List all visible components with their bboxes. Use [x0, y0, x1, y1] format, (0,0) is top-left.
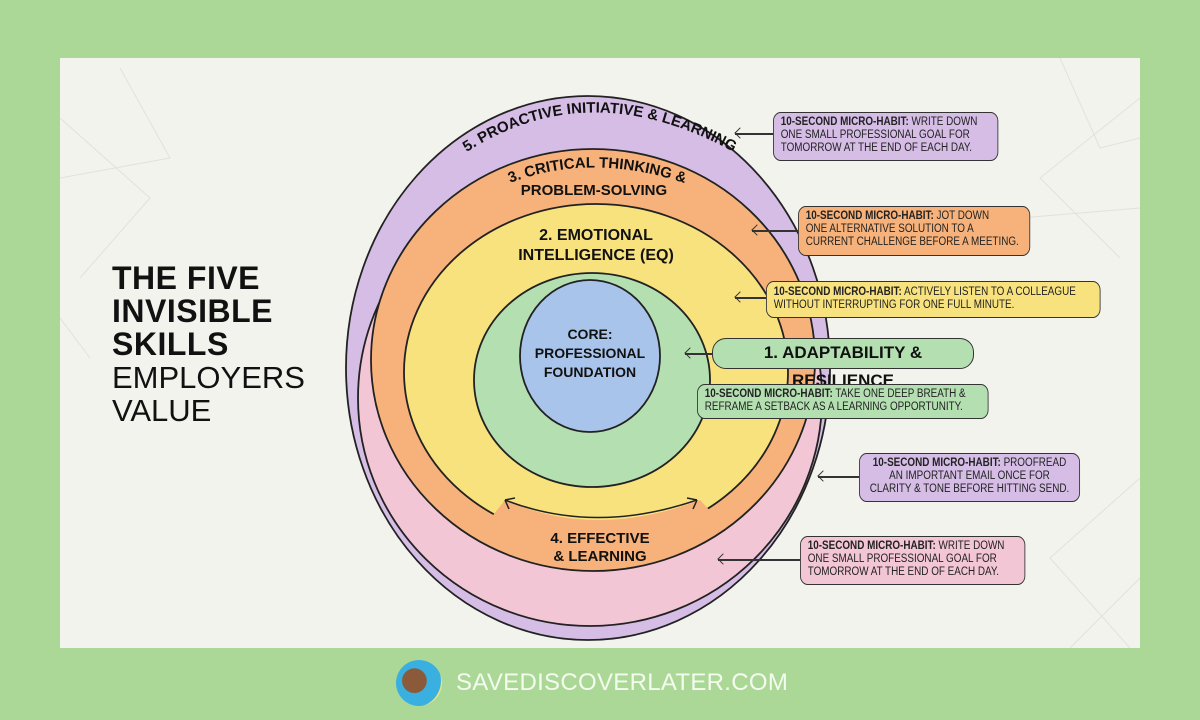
micro-habit-callout: 10-SECOND MICRO-HABIT: TAKE ONE DEEP BRE… [697, 384, 989, 419]
callout-heading: 10-SECOND MICRO-HABIT: [807, 540, 936, 552]
skill-3-label-line2: PROBLEM-SOLVING [521, 182, 667, 199]
decorative-lines [60, 58, 1140, 648]
title-line: VALUE [112, 393, 212, 428]
core-label-line3: FOUNDATION [544, 364, 636, 380]
double-arrow-icon [504, 499, 698, 519]
callout-text: CURRENT CHALLENGE BEFORE A MEETING. [805, 236, 1019, 248]
micro-habit-callout: 10-SECOND MICRO-HABIT: JOT DOWN ONE ALTE… [798, 206, 1031, 256]
core-circle [519, 279, 661, 433]
callout-text: REFRAME A SETBACK AS A LEARNING OPPORTUN… [704, 401, 963, 413]
callout-heading: 10-SECOND MICRO-HABIT: [872, 457, 1001, 469]
skill-2-label-line2: INTELLIGENCE (EQ) [518, 247, 674, 264]
micro-habit-callout: 10-SECOND MICRO-HABIT: PROOFREAD AN IMPO… [859, 453, 1081, 502]
ring-4-segment [483, 500, 726, 562]
infographic-title: THE FIVE INVISIBLE SKILLS EMPLOYERS VALU… [112, 260, 305, 428]
site-url[interactable]: SAVEDISCOVERLATER.COM [456, 669, 789, 696]
callout-text: JOT DOWN [933, 210, 990, 222]
callout-text: PROOFREAD [1000, 457, 1067, 469]
arrow-icon [735, 297, 766, 299]
callout-text: TOMORROW AT THE END OF EACH DAY. [780, 142, 972, 154]
callout-text: AN IMPORTANT EMAIL ONCE FOR [889, 470, 1050, 482]
callout-text: ONE SMALL PROFESSIONAL GOAL FOR [780, 129, 970, 141]
footer: SAVEDISCOVERLATER.COM [396, 660, 788, 706]
skill-4-label-line2: & LEARNING [553, 548, 646, 565]
skill-2-label: 2. EMOTIONAL [539, 227, 653, 244]
callout-heading: 10-SECOND MICRO-HABIT: [780, 116, 909, 128]
core-label: CORE: [567, 326, 612, 342]
skill-4-label: 4. EFFECTIVE [550, 530, 649, 547]
callout-heading: 10-SECOND MICRO-HABIT: [773, 286, 902, 298]
title-line: INVISIBLE [112, 293, 273, 329]
callout-text: ONE SMALL PROFESSIONAL GOAL FOR [807, 553, 997, 565]
title-line: THE FIVE [112, 260, 261, 296]
arrow-icon [752, 230, 798, 232]
micro-habit-callout: 10-SECOND MICRO-HABIT: ACTIVELY LISTEN T… [766, 281, 1101, 318]
callout-heading: 10-SECOND MICRO-HABIT: [704, 388, 833, 400]
core-label-line2: PROFESSIONAL [535, 345, 646, 361]
callout-text: WRITE DOWN [935, 540, 1005, 552]
arrow-icon [718, 559, 800, 561]
owl-logo-icon [396, 660, 442, 706]
arrow-icon [685, 353, 712, 355]
callout-text: CLARITY & TONE BEFORE HITTING SEND. [869, 483, 1070, 495]
arrow-icon [818, 476, 859, 478]
callout-text: WITHOUT INTERRUPTING FOR ONE FULL MINUTE… [773, 299, 1015, 311]
micro-habit-callout: 10-SECOND MICRO-HABIT: WRITE DOWN ONE SM… [773, 112, 999, 161]
title-line: SKILLS [112, 326, 229, 362]
callout-heading: 10-SECOND MICRO-HABIT: [805, 210, 934, 222]
callout-text: TAKE ONE DEEP BREATH & [832, 388, 966, 400]
callout-text: ONE ALTERNATIVE SOLUTION TO A [805, 223, 974, 235]
skill-1-label: 1. ADAPTABILITY & RESILIENCE [712, 338, 974, 390]
micro-habit-callout: 10-SECOND MICRO-HABIT: WRITE DOWN ONE SM… [800, 536, 1026, 585]
callout-text: ACTIVELY LISTEN TO A COLLEAGUE [901, 286, 1076, 298]
callout-text: WRITE DOWN [908, 116, 978, 128]
title-line: EMPLOYERS [112, 360, 305, 395]
arrow-icon [735, 133, 773, 135]
callout-text: TOMORROW AT THE END OF EACH DAY. [807, 566, 999, 578]
